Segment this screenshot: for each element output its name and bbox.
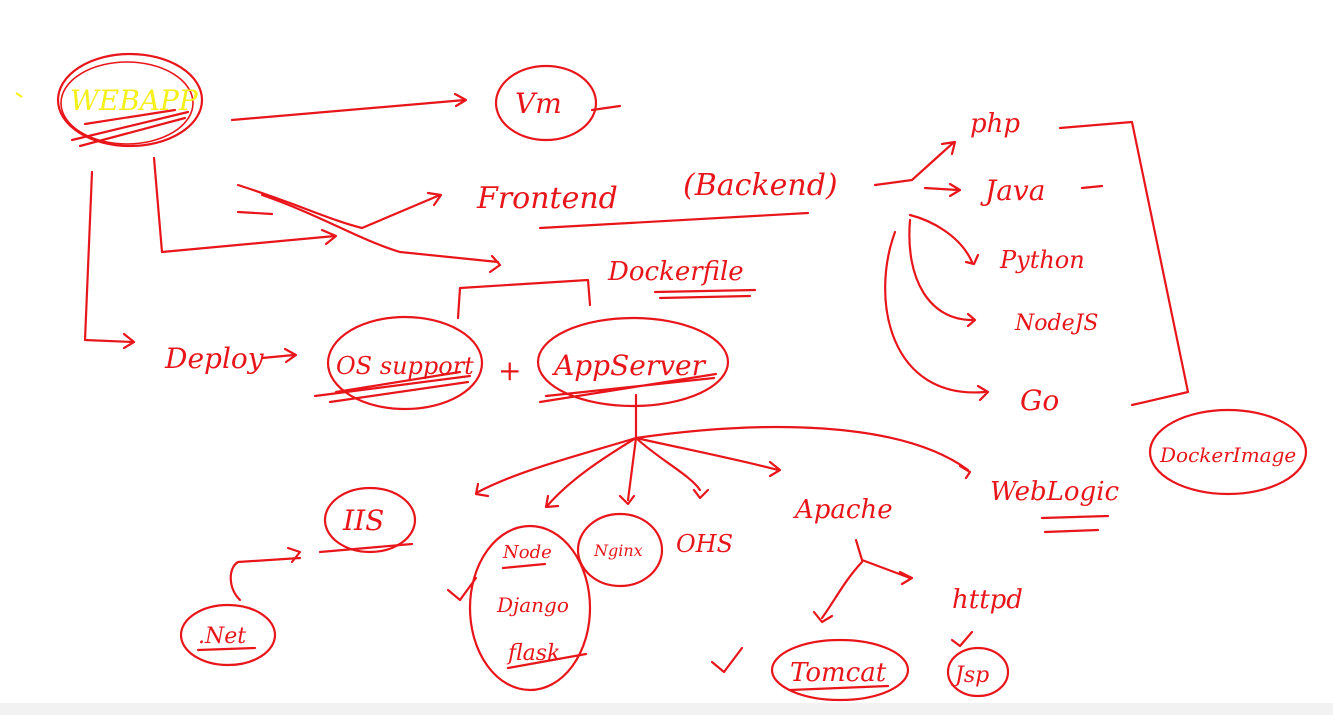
nginx-label: Nginx xyxy=(593,541,643,560)
vm-label: Vm xyxy=(515,87,562,120)
app-server-branches xyxy=(474,393,972,509)
bottom-scroll-strip xyxy=(0,703,1333,715)
dockerfile-bracket xyxy=(456,278,592,320)
app-server-node: AppServer xyxy=(536,316,730,408)
frontend-label: Frontend xyxy=(476,181,618,216)
ohs-label: OHS xyxy=(676,530,733,558)
django-label: Django xyxy=(496,593,569,617)
backend-lang-curves xyxy=(884,213,990,402)
php-label: php xyxy=(970,109,1020,139)
python-label: Python xyxy=(999,246,1085,274)
vm-node: Vm xyxy=(494,64,622,142)
tomcat-node: Tomcat xyxy=(770,638,910,702)
iis-label: IIS xyxy=(342,504,384,537)
os-support-node: OS support xyxy=(313,315,484,411)
go-label: Go xyxy=(1020,384,1059,417)
frontend-backend-line xyxy=(538,211,810,230)
jsp-label: Jsp xyxy=(951,663,989,688)
app-server-label: AppServer xyxy=(551,349,707,382)
docker-image-node: DockerImage xyxy=(1148,408,1308,496)
arrow-webapp-vm xyxy=(230,92,468,122)
node-label: Node xyxy=(502,542,552,563)
jsp-node: Jsp xyxy=(946,646,1010,698)
docker-image-bracket xyxy=(1058,120,1190,407)
weblogic-label: WebLogic xyxy=(990,477,1120,507)
tomcat-label: Tomcat xyxy=(790,658,887,688)
arrow-backend-java xyxy=(923,182,962,198)
dotnet-node: .Net xyxy=(179,603,277,667)
python-frameworks-node: Node Django flask xyxy=(446,524,592,692)
arrow-webapp-down xyxy=(152,156,338,254)
arrow-iis-dotnet xyxy=(229,546,302,602)
os-support-label: OS support xyxy=(336,352,474,380)
deploy-label: Deploy xyxy=(164,342,265,375)
backend-label: (Backend) xyxy=(683,168,838,203)
webapp-node: WEBAPP xyxy=(15,52,204,148)
arrow-to-dockerfile xyxy=(260,193,502,274)
plus-sign: + xyxy=(498,354,521,387)
nginx-node: Nginx xyxy=(576,512,664,588)
docker-image-label: DockerImage xyxy=(1159,443,1296,467)
java-label: Java xyxy=(980,174,1045,207)
httpd-label: httpd xyxy=(952,585,1023,615)
arrow-backend-php xyxy=(873,140,957,187)
webapp-label: WEBAPP xyxy=(70,84,199,117)
arrow-webapp-deploy xyxy=(83,170,136,350)
dotnet-label: .Net xyxy=(198,624,246,649)
arrow-webapp-frontend xyxy=(236,183,443,230)
nodejs-label: NodeJS xyxy=(1014,311,1099,336)
arrow-apache-branches xyxy=(812,538,914,624)
flask-label: flask xyxy=(506,641,560,666)
apache-label: Apache xyxy=(793,495,893,525)
iis-node: IIS xyxy=(318,486,417,554)
dockerfile-label: Dockerfile xyxy=(607,257,744,287)
